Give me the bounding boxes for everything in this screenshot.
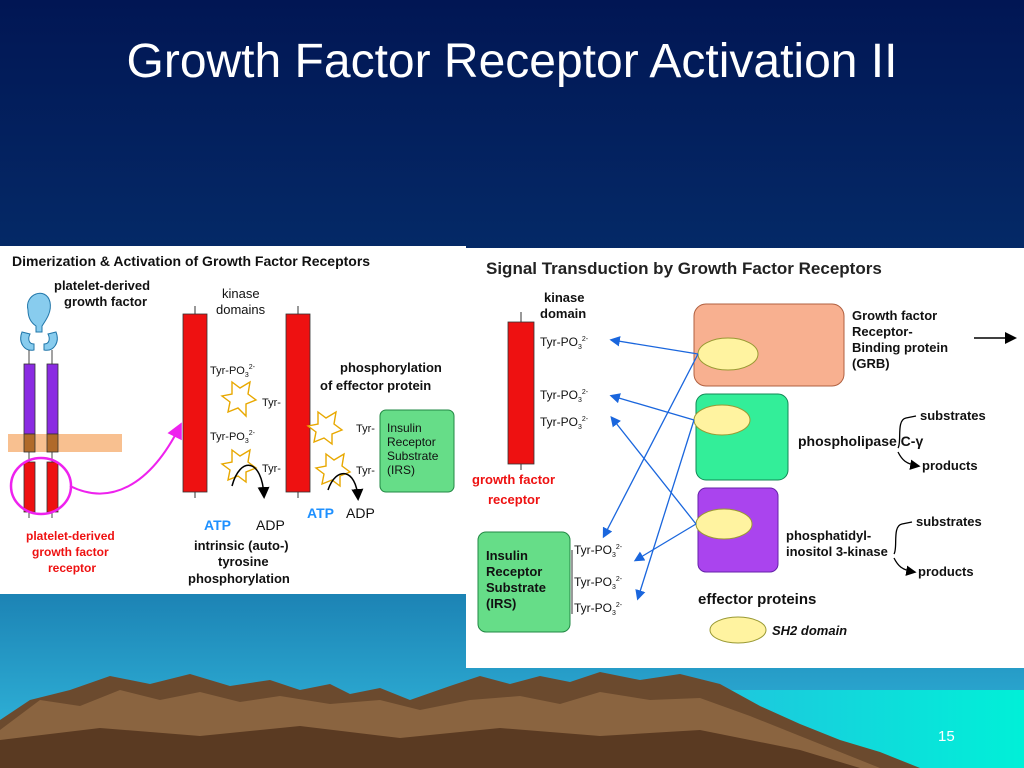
tyr-po3-label: Tyr-PO <box>574 543 612 557</box>
grb-line1: Growth factor <box>852 308 937 323</box>
phos-effector-line1: phosphorylation <box>340 360 442 375</box>
svg-text:Tyr-PO32-: Tyr-PO32- <box>574 575 623 591</box>
svg-text:Tyr-PO32-: Tyr-PO32- <box>540 335 589 351</box>
irs-line2: Receptor <box>486 564 542 579</box>
atp-adp-arrow <box>231 464 270 499</box>
adp-label: ADP <box>346 505 375 521</box>
atp-label: ATP <box>307 505 334 521</box>
pi3k-substrates: substrates <box>916 514 982 529</box>
svg-text:Tyr-PO32-: Tyr-PO32- <box>210 430 256 445</box>
tyr-po3-label: Tyr-PO <box>210 365 245 377</box>
pi3k-products: products <box>918 564 974 579</box>
irs-line2: Receptor <box>387 435 436 449</box>
grb-line3: Binding protein <box>852 340 948 355</box>
kinase-domain-left <box>182 313 208 493</box>
plc-substrates: substrates <box>920 408 986 423</box>
tyr-po3-label: Tyr-PO <box>574 575 612 589</box>
plc-label: phospholipase C-γ <box>798 433 923 449</box>
kinase-label-line2: domains <box>216 302 266 317</box>
svg-text:Tyr-PO32-: Tyr-PO32- <box>574 543 623 559</box>
pi3k-line1: phosphatidyl- <box>786 528 871 543</box>
atp-adp-arrow <box>327 472 364 501</box>
tyr-po3-label: Tyr-PO <box>540 388 578 402</box>
cell-membrane <box>8 434 122 452</box>
pdgf-ligand <box>20 292 58 351</box>
adp-label: ADP <box>256 517 285 533</box>
irs-line1: Insulin <box>387 421 422 435</box>
plc-arrow <box>897 451 921 470</box>
zoom-arrow <box>69 422 182 495</box>
tyr-po3-label: Tyr-PO <box>574 601 612 615</box>
phosphorylation-starburst <box>220 380 352 488</box>
tyr-po3-label: Tyr-PO <box>540 335 578 349</box>
irs-box <box>477 531 571 633</box>
tyr-po3-label: Tyr-PO <box>540 415 578 429</box>
phos-effector-line2: of effector protein <box>320 378 431 393</box>
auto-phos-line2: tyrosine <box>218 554 269 569</box>
highlight-circle <box>9 456 73 516</box>
gfr-label-line2: receptor <box>488 492 540 507</box>
receptor-label-line2: growth factor <box>32 545 109 559</box>
binding-arrows <box>602 336 699 601</box>
slide-title: Growth Factor Receptor Activation II <box>126 35 898 88</box>
tyr-label: Tyr- <box>356 465 375 477</box>
right-panel-title: Signal Transduction by Growth Factor Rec… <box>486 259 882 278</box>
auto-phos-line1: intrinsic (auto-) <box>194 538 289 553</box>
receptor-label-line3: receptor <box>48 561 96 575</box>
irs-line1: Insulin <box>486 548 528 563</box>
signal-transduction-diagram: Signal Transduction by Growth Factor Rec… <box>466 248 1024 668</box>
svg-text:Tyr-PO32-: Tyr-PO32- <box>574 601 623 617</box>
svg-text:Tyr-PO32-: Tyr-PO32- <box>540 415 589 431</box>
plc-products: products <box>922 458 978 473</box>
page-number: 15 <box>938 728 955 745</box>
ligand-label-line1: platelet-derived <box>54 278 150 293</box>
sh2-domain <box>695 508 753 540</box>
tyr-po3-label: Tyr-PO <box>210 431 245 443</box>
irs-line4: (IRS) <box>387 463 415 477</box>
receptor-label-line1: platelet-derived <box>26 529 115 543</box>
kinase-domain <box>507 321 535 465</box>
left-panel-title: Dimerization & Activation of Growth Fact… <box>12 253 370 269</box>
kinase-domain-right <box>285 313 311 493</box>
tyr-label: Tyr- <box>262 397 281 409</box>
sh2-domain <box>697 337 759 371</box>
irs-line4: (IRS) <box>486 596 516 611</box>
irs-box <box>379 409 455 493</box>
grb-line4: (GRB) <box>852 356 890 371</box>
effector-proteins-label: effector proteins <box>698 591 816 608</box>
kinase-label-line2: domain <box>540 306 586 321</box>
pi3k-line2: inositol 3-kinase <box>786 544 888 559</box>
svg-text:Tyr-PO32-: Tyr-PO32- <box>210 364 256 379</box>
kinase-label-line1: kinase <box>544 290 584 305</box>
sh2-legend-label: SH2 domain <box>772 623 847 638</box>
atp-label: ATP <box>204 517 231 533</box>
sh2-domain <box>693 404 751 436</box>
ligand-label-line2: growth factor <box>64 294 147 309</box>
tyr-label: Tyr- <box>262 463 281 475</box>
sh2-legend-symbol <box>709 616 767 644</box>
grb-line2: Receptor- <box>852 324 913 339</box>
svg-text:Tyr-PO32-: Tyr-PO32- <box>540 388 589 404</box>
irs-line3: Substrate <box>486 580 546 595</box>
irs-line3: Substrate <box>387 449 439 463</box>
kinase-label-line1: kinase <box>222 286 260 301</box>
auto-phos-line3: phosphorylation <box>188 571 290 586</box>
tyr-label: Tyr- <box>356 423 375 435</box>
dimerization-diagram: Dimerization & Activation of Growth Fact… <box>0 246 466 594</box>
gfr-label-line1: growth factor <box>472 472 555 487</box>
pi3k-arrow <box>893 557 917 576</box>
